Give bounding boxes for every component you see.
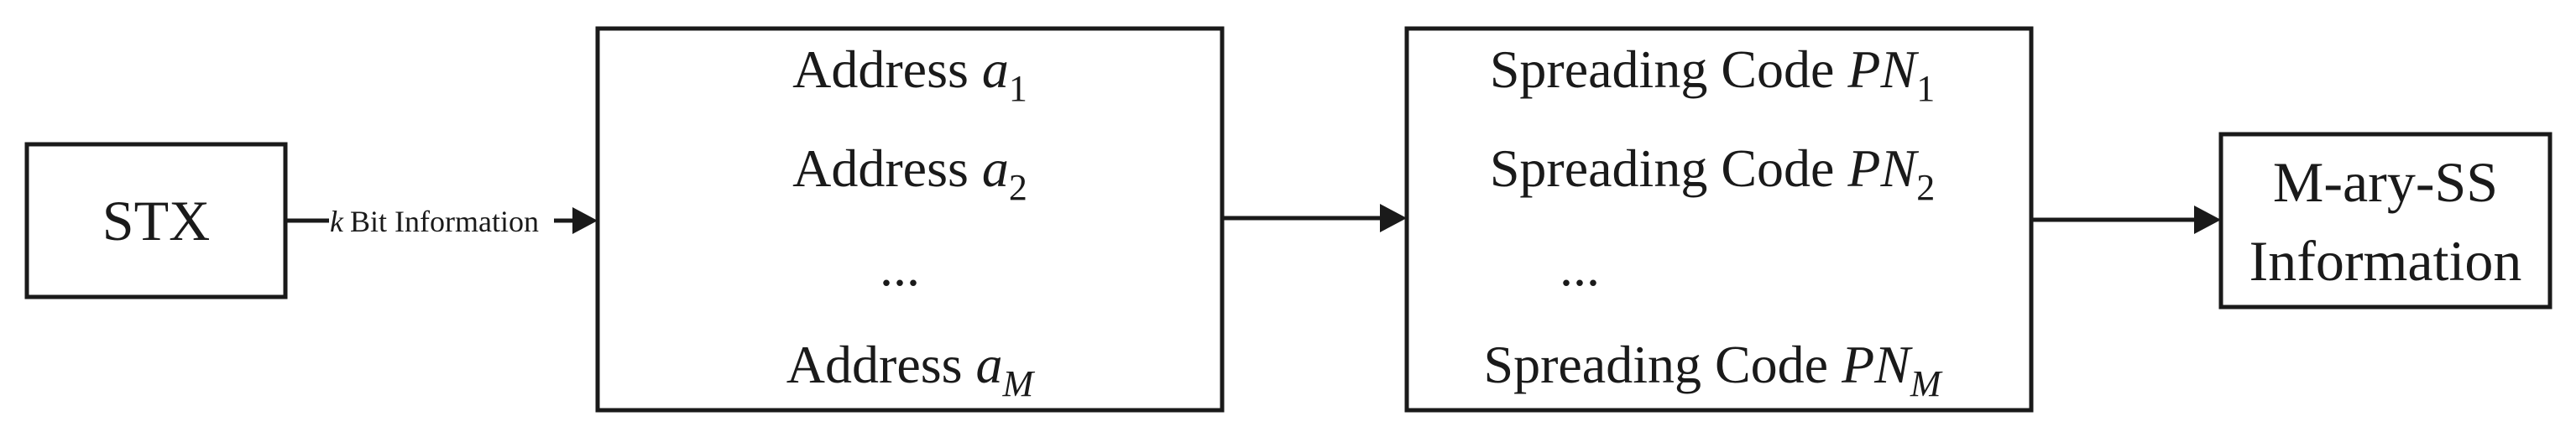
spreading-symbol: PN — [1847, 39, 1919, 99]
edge-spreading-to-output — [2031, 206, 2221, 234]
address-subscript: 2 — [1009, 167, 1027, 208]
stx-block: STX — [24, 142, 288, 299]
address-prefix: Address — [792, 39, 969, 99]
address-subscript: 1 — [1009, 68, 1027, 109]
spreading-ellipsis: ... — [1560, 237, 1600, 297]
spreading-symbol: PN — [1847, 138, 1919, 198]
arrow-head — [2194, 206, 2221, 234]
edge-address-to-spreading — [1222, 204, 1407, 232]
address-symbol: a — [976, 335, 1003, 394]
spreading-prefix: Spreading Code — [1490, 138, 1835, 198]
address-subscript: M — [1002, 363, 1036, 404]
address-symbol: a — [982, 138, 1009, 198]
spreading-prefix: Spreading Code — [1490, 39, 1835, 99]
spreading-prefix: Spreading Code — [1483, 335, 1828, 394]
address-prefix: Address — [792, 138, 969, 198]
output-line-2: Information — [2249, 229, 2522, 293]
output-block: M-ary-SS Information — [2218, 132, 2552, 310]
edge-label-text: Bit Information — [350, 205, 539, 238]
spreading-symbol: PN — [1841, 335, 1913, 394]
address-symbol: a — [982, 39, 1009, 99]
spreading-subscript: 1 — [1916, 68, 1935, 109]
spreading-subscript: M — [1910, 363, 1943, 404]
stx-label: STX — [102, 189, 210, 252]
address-ellipsis: ... — [880, 237, 920, 297]
spreading-subscript: 2 — [1916, 167, 1935, 208]
arrow-head — [1380, 204, 1407, 232]
address-prefix: Address — [786, 335, 963, 394]
arrow-head — [572, 207, 598, 234]
output-line-1: M-ary-SS — [2273, 150, 2498, 214]
edge-label-var: k — [330, 205, 344, 238]
